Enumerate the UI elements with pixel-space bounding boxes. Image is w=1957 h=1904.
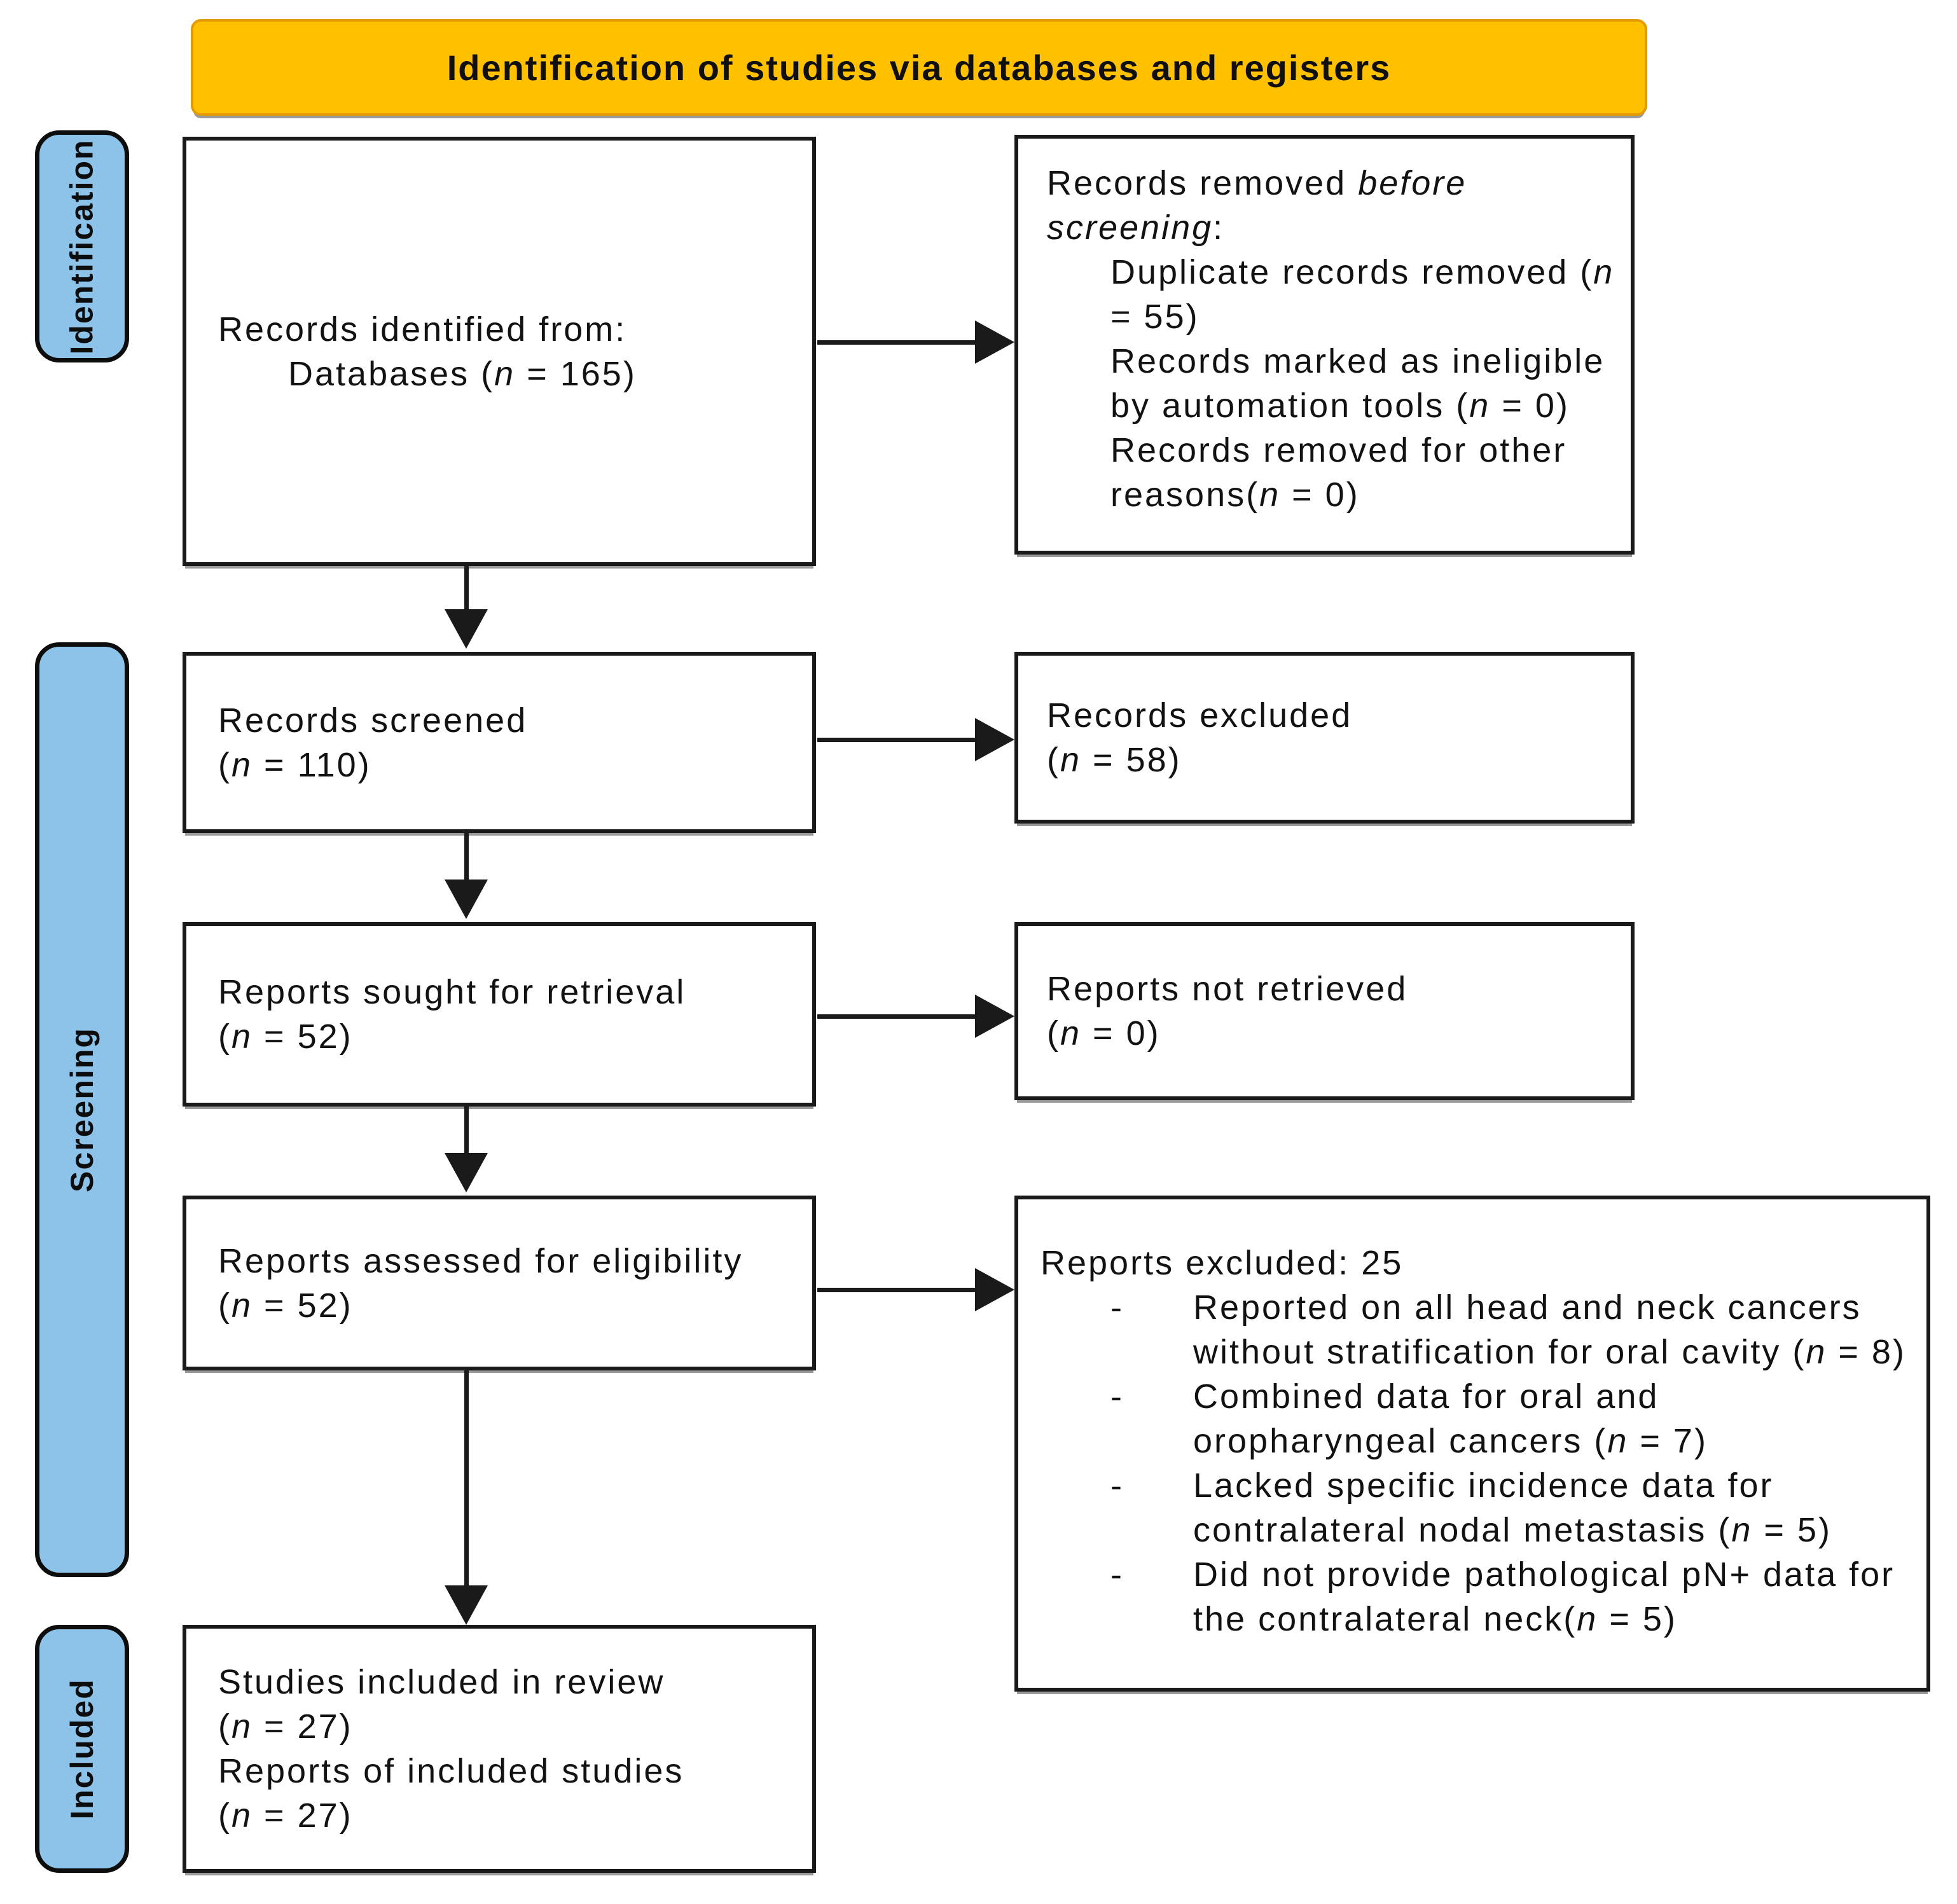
stage-label-identification: Identification <box>35 130 129 362</box>
banner-title: Identification of studies via databases … <box>446 47 1392 88</box>
text-line: without stratification for oral cavity (… <box>1193 1333 1906 1371</box>
bullet-dash: - <box>1110 1556 1124 1594</box>
text-line: Reports of included studies <box>218 1752 684 1790</box>
stage-label-screening-text: Screening <box>64 1027 100 1192</box>
text-line: (n = 52) <box>218 1018 353 1056</box>
text-line: oropharyngeal cancers (n = 7) <box>1193 1422 1708 1460</box>
box-reports-excluded-reasons-text: Reports excluded: 25 - Reported on all hea… <box>1018 1199 1926 1688</box>
text-line: Records excluded <box>1047 696 1353 735</box>
bullet-dash: - <box>1110 1288 1124 1327</box>
bullet-dash: - <box>1110 1377 1124 1416</box>
arrow-sought-to-assessed-head-icon <box>445 1153 488 1192</box>
text-line: Databases (n = 165) <box>288 354 637 393</box>
text-line: contralateral nodal metastasis (n = 5) <box>1193 1511 1832 1549</box>
box-records-removed-text: Records removed before screening: Duplicat… <box>1018 139 1631 551</box>
arrow-screened-to-excluded-line <box>817 738 976 742</box>
box-studies-included-text: Studies included in review (n = 27) Report… <box>186 1629 812 1869</box>
text-line: (n = 58) <box>1047 741 1182 779</box>
text-line: screening: <box>1047 209 1225 247</box>
text-line: - Combined data for oral and <box>1041 1374 1911 1419</box>
arrow-sought-to-assessed-line <box>464 1107 469 1154</box>
text-line: Reports assessed for eligibility <box>218 1241 743 1280</box>
stage-label-identification-text: Identification <box>64 138 100 355</box>
text-line: the contralateral neck(n = 5) <box>1193 1600 1677 1638</box>
text-line: Studies included in review <box>218 1663 665 1701</box>
text-line: Records removed before <box>1047 164 1467 202</box>
box-studies-included: Studies included in review (n = 27) Report… <box>183 1625 816 1873</box>
arrow-assessed-to-included-line <box>464 1370 469 1587</box>
box-reports-assessed-text: Reports assessed for eligibility (n = 52) <box>186 1199 812 1367</box>
arrow-screened-to-sought-head-icon <box>445 880 488 919</box>
box-reports-sought-text: Reports sought for retrieval (n = 52) <box>186 926 812 1103</box>
arrow-screened-to-sought-line <box>464 833 469 881</box>
banner-identification-of-studies: Identification of studies via databases … <box>191 19 1647 116</box>
box-records-identified-text: Records identified from: Databases (n = 1… <box>186 141 812 562</box>
arrow-identified-to-removed-head-icon <box>975 321 1014 364</box>
bullet-text: Reported on all head and neck cancers <box>1193 1288 1862 1327</box>
text-line: Records marked as ineligible <box>1110 342 1605 380</box>
text-line: Records removed for other <box>1110 431 1567 469</box>
text-line: - Reported on all head and neck cancers <box>1041 1285 1911 1330</box>
bullet-text: Did not provide pathological pN+ data fo… <box>1193 1556 1895 1594</box>
stage-label-screening: Screening <box>35 642 129 1577</box>
bullet-text: Combined data for oral and <box>1193 1377 1659 1416</box>
box-records-excluded: Records excluded (n = 58) <box>1014 652 1635 824</box>
box-records-removed-before-screening: Records removed before screening: Duplicat… <box>1014 135 1635 555</box>
text-line: reasons(n = 0) <box>1110 476 1360 514</box>
text-line: Records identified from: <box>218 310 627 348</box>
arrow-identified-to-screened-line <box>464 566 469 611</box>
text-line: Reports sought for retrieval <box>218 973 686 1011</box>
box-records-screened: Records screened (n = 110) <box>183 652 816 833</box>
box-reports-not-retrieved: Reports not retrieved (n = 0) <box>1014 922 1635 1100</box>
text-line: - Lacked specific incidence data for <box>1041 1463 1911 1508</box>
arrow-screened-to-excluded-head-icon <box>975 718 1014 761</box>
text-line: Reports not retrieved <box>1047 970 1408 1008</box>
text-line: Duplicate records removed (n <box>1110 253 1615 291</box>
text-line: - Did not provide pathological pN+ data f… <box>1041 1552 1911 1597</box>
stage-label-included-text: Included <box>64 1678 100 1819</box>
text-line: (n = 110) <box>218 745 371 784</box>
box-records-excluded-text: Records excluded (n = 58) <box>1018 656 1631 820</box>
text-line: = 55) <box>1110 298 1200 336</box>
box-reports-excluded-reasons: Reports excluded: 25 - Reported on all hea… <box>1014 1196 1930 1692</box>
bullet-dash: - <box>1110 1466 1124 1505</box>
stage-label-included: Included <box>35 1625 129 1873</box>
box-reports-not-retrieved-text: Reports not retrieved (n = 0) <box>1018 926 1631 1096</box>
box-reports-sought: Reports sought for retrieval (n = 52) <box>183 922 816 1107</box>
arrow-assessed-to-included-head-icon <box>445 1585 488 1625</box>
text-line: Reports excluded: 25 <box>1041 1244 1404 1282</box>
text-line: (n = 27) <box>218 1797 353 1835</box>
text-line: (n = 52) <box>218 1286 353 1325</box>
arrow-identified-to-removed-line <box>817 340 976 345</box>
box-records-identified: Records identified from: Databases (n = 1… <box>183 137 816 566</box>
arrow-assessed-to-excluded-line <box>817 1288 976 1292</box>
bullet-text: Lacked specific incidence data for <box>1193 1466 1774 1505</box>
box-reports-assessed: Reports assessed for eligibility (n = 52) <box>183 1196 816 1370</box>
arrow-sought-to-not-retrieved-line <box>817 1014 976 1019</box>
text-line: by automation tools (n = 0) <box>1110 387 1570 425</box>
text-line: Records screened <box>218 701 528 740</box>
text-line: (n = 27) <box>218 1707 353 1746</box>
box-records-screened-text: Records screened (n = 110) <box>186 656 812 829</box>
text-line: (n = 0) <box>1047 1014 1161 1052</box>
arrow-assessed-to-excluded-head-icon <box>975 1268 1014 1311</box>
arrow-identified-to-screened-head-icon <box>445 609 488 649</box>
arrow-sought-to-not-retrieved-head-icon <box>975 995 1014 1038</box>
